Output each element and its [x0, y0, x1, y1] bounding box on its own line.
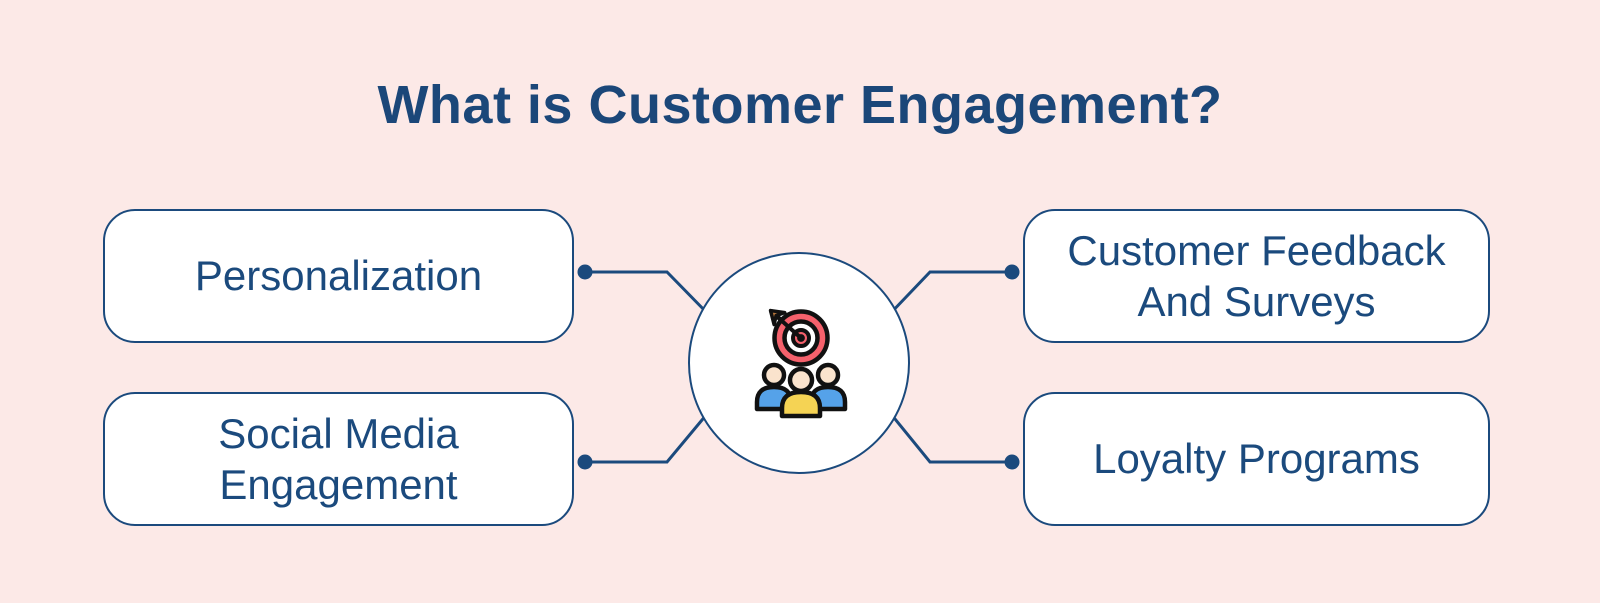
- page-title: What is Customer Engagement?: [377, 75, 1223, 135]
- node-label: Loyalty Programs: [1093, 435, 1420, 483]
- node-social-media-engagement: Social Media Engagement: [103, 392, 574, 526]
- people-group-icon: [754, 362, 848, 419]
- node-label: Customer Feedback And Surveys: [1067, 226, 1446, 325]
- node-label: Personalization: [194, 252, 483, 300]
- connector-dot-bottom-left: [577, 454, 593, 470]
- connector-bottom-right: [884, 407, 1012, 464]
- connector-dot-top-left: [577, 264, 593, 280]
- connector-top-right: [884, 270, 1012, 320]
- connector-top-left: [585, 270, 714, 320]
- bullseye-arrow-icon: [768, 308, 830, 367]
- connector-dot-bottom-right: [1004, 454, 1020, 470]
- connector-bottom-left: [585, 407, 714, 464]
- connector-dot-top-right: [1004, 264, 1020, 280]
- central-circle: [688, 252, 910, 474]
- person-center: [779, 366, 823, 419]
- node-customer-feedback-and-surveys: Customer Feedback And Surveys: [1023, 209, 1490, 343]
- customer-engagement-icon: [754, 308, 848, 419]
- node-personalization: Personalization: [103, 209, 574, 343]
- node-label: Social Media Engagement: [218, 409, 459, 508]
- node-loyalty-programs: Loyalty Programs: [1023, 392, 1490, 526]
